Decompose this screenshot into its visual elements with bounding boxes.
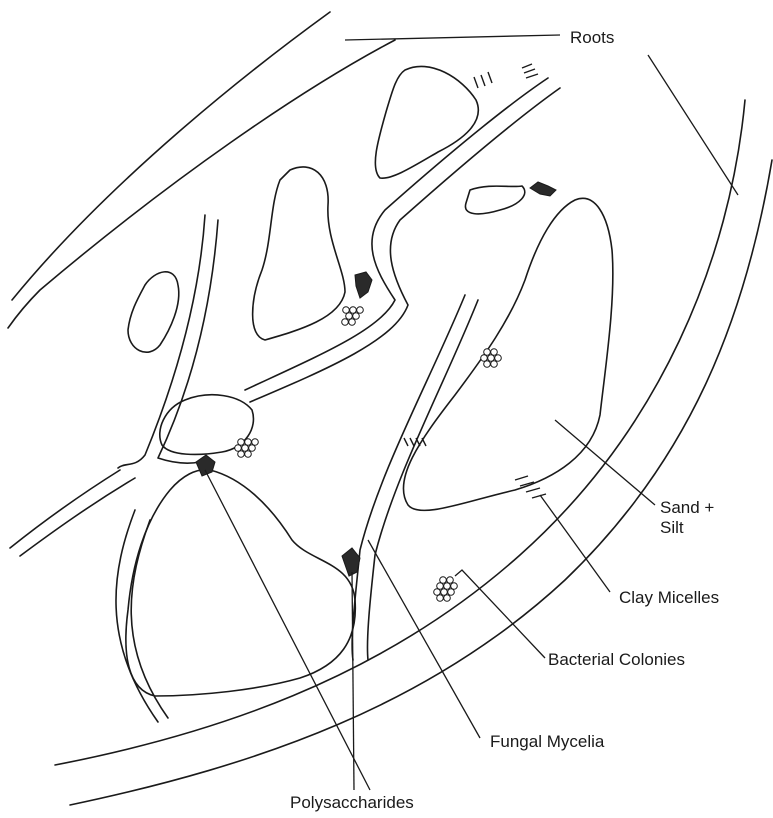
polysaccharide-blob-3 [196,455,215,476]
leader-polysaccharides-a [205,470,370,790]
sand-grain-left-small [128,272,179,352]
polysaccharide-blob-4 [342,548,360,576]
bacteria-cluster-4 [434,577,458,602]
polysaccharide-blob-2 [355,272,372,298]
leader-roots-a [345,35,560,40]
label-roots: Roots [570,28,614,48]
hypha-center-outer [352,295,465,660]
hypha-center-inner [367,300,478,660]
sand-grain-top [375,66,478,178]
polysaccharide-blob-1 [530,182,556,196]
leader-roots-b [648,55,738,195]
label-clay-micelles: Clay Micelles [619,588,719,608]
root-upper [8,12,395,328]
clay-hatch-1 [474,72,492,88]
hypha-upper-inner [250,88,560,402]
bacteria-cluster-2 [481,349,502,368]
hypha-left-inner [158,220,218,463]
bacterial-colonies [235,307,502,602]
leader-bacterial-colonies [455,570,545,658]
sand-grain-upper-middle [253,167,345,340]
clay-hatch-2 [522,64,538,78]
sand-grain-bottom-large [126,470,355,696]
hypha-upper-outer [245,78,548,390]
leader-fungal-mycelia [368,540,480,738]
leader-lines [205,35,738,790]
sand-grain-tiny [465,186,524,214]
root-lower [55,100,772,805]
sand-grain-large-right [403,198,612,510]
label-fungal-mycelia: Fungal Mycelia [490,732,604,752]
bacteria-cluster-1 [342,307,364,326]
polysaccharides-blobs [196,182,556,576]
hypha-bottom-left-inner [131,520,168,718]
label-polysaccharides: Polysaccharides [290,793,414,813]
label-sand-silt: Sand + Silt [660,498,714,539]
label-bacterial-colonies: Bacterial Colonies [548,650,685,670]
bacteria-cluster-3 [235,439,259,458]
